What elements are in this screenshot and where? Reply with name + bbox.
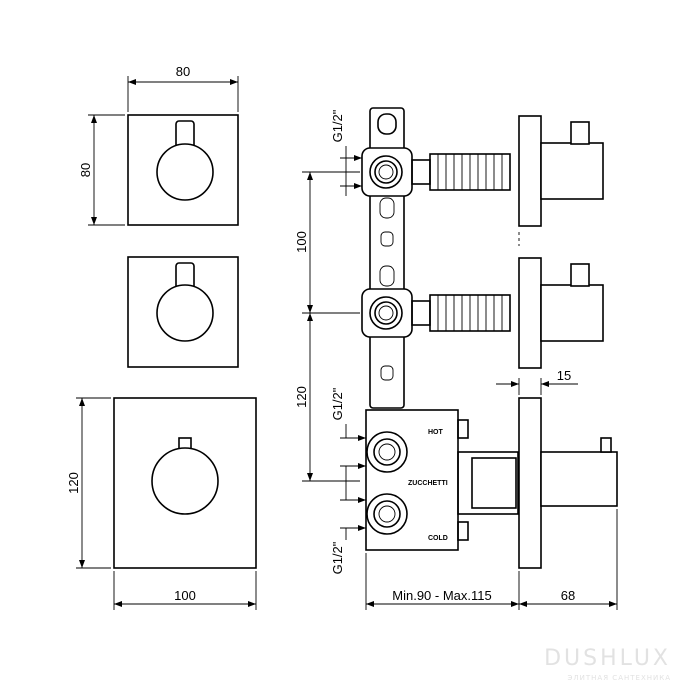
hot-label: HOT	[428, 429, 444, 436]
dim-bottom-plate-height: 120	[66, 397, 111, 569]
dim-plate-thickness-label: 15	[557, 368, 571, 383]
thermostatic-body: HOT ZUCCHETTI COLD	[365, 397, 618, 569]
dim-body-spacing-upper-label: 100	[294, 231, 309, 253]
dim-bottom-plate-width: 100	[113, 571, 257, 610]
cold-label: COLD	[428, 535, 448, 542]
dim-bottom-plate-width-label: 100	[174, 588, 196, 603]
watermark: DUSHLUX ЭЛИТНАЯ САНТЕХНИКА	[544, 646, 672, 682]
thread-callout-top: G1/2"	[330, 109, 362, 196]
dim-plate-thickness: 15	[496, 368, 578, 395]
thread-callout-middle-label: G1/2"	[330, 387, 345, 420]
dim-top-plate-width-label: 80	[176, 64, 190, 79]
middle-diverter-spline	[429, 294, 511, 332]
dim-bottom-plate-height-label: 120	[66, 472, 81, 494]
dim-body-spacing-upper: 100	[294, 171, 360, 314]
dim-top-plate-height: 80	[78, 114, 125, 226]
dim-projection: 68	[519, 509, 618, 610]
front-view-plate-middle	[127, 256, 239, 368]
dim-projection-label: 68	[561, 588, 575, 603]
dim-body-spacing-lower-label: 120	[294, 386, 309, 408]
riser-bracket	[369, 107, 405, 409]
thread-callout-bottom: G1/2"	[330, 497, 366, 574]
middle-diverter	[361, 257, 604, 369]
thread-callout-middle: G1/2"	[330, 387, 366, 500]
watermark-tagline: ЭЛИТНАЯ САНТЕХНИКА	[568, 674, 672, 682]
dim-top-plate-width: 80	[127, 64, 239, 112]
thread-callout-top-label: G1/2"	[330, 109, 345, 142]
dim-wall-depth: Min.90 - Max.115	[365, 553, 520, 610]
dim-top-plate-height-label: 80	[78, 163, 93, 177]
front-view-plate-top	[127, 114, 239, 226]
upper-diverter	[361, 115, 604, 246]
dim-wall-depth-label: Min.90 - Max.115	[392, 588, 491, 603]
front-view-plate-thermostat	[113, 397, 257, 569]
dim-body-spacing-lower: 120	[294, 313, 360, 482]
watermark-brand: DUSHLUX	[544, 646, 671, 671]
brand-label: ZUCCHETTI	[408, 480, 448, 487]
upper-diverter-spline	[429, 153, 511, 191]
thread-callout-bottom-label: G1/2"	[330, 541, 345, 574]
